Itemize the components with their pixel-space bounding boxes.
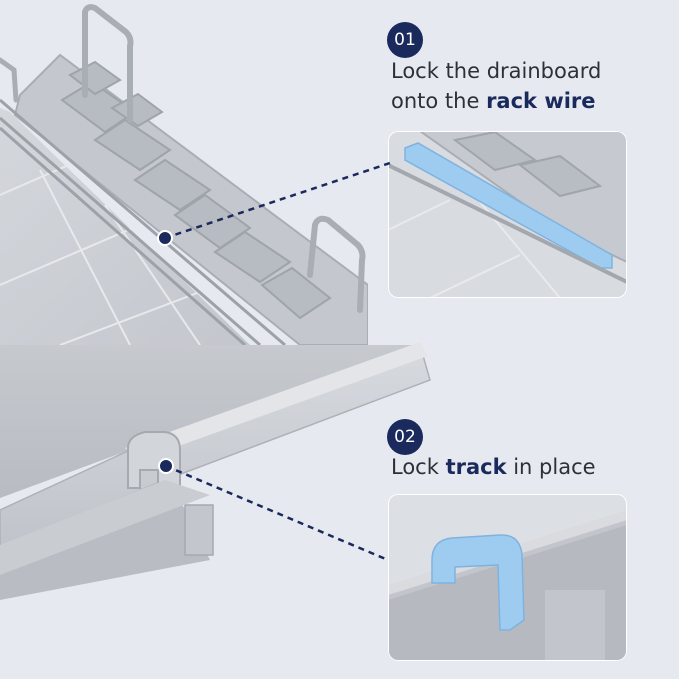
rack-wire-detail-inset bbox=[388, 131, 627, 298]
step-number-badge: 02 bbox=[387, 419, 423, 455]
caption-line: Lock the drainboard bbox=[391, 59, 602, 83]
caption-line: onto the rack wire bbox=[391, 86, 601, 116]
track-detail-inset bbox=[388, 494, 627, 661]
rack-wire-clip-highlight bbox=[404, 142, 613, 269]
caddy-handle bbox=[307, 215, 366, 313]
track-clip-highlight bbox=[431, 534, 525, 631]
connector-dot bbox=[157, 230, 173, 246]
lower-rail bbox=[0, 480, 210, 575]
caption-emphasis: rack wire bbox=[486, 89, 596, 113]
caption-text: in place bbox=[506, 455, 596, 479]
rack-wire-hook bbox=[0, 57, 19, 103]
step-number-badge: 01 bbox=[387, 22, 423, 58]
caption-line: Lock track in place bbox=[391, 452, 596, 482]
track-foot bbox=[184, 504, 214, 556]
track-rail-top bbox=[125, 342, 428, 460]
caddy-handle bbox=[82, 4, 134, 123]
shelf-surface bbox=[0, 345, 420, 498]
caption-text: Lock bbox=[391, 455, 446, 479]
drainboard-scene bbox=[0, 0, 368, 345]
connector-2 bbox=[158, 458, 389, 562]
caddy-compartments bbox=[60, 60, 332, 320]
caption-emphasis: track bbox=[445, 455, 507, 479]
step-1-caption: Lock the drainboard onto the rack wire bbox=[391, 56, 601, 116]
drainboard-tiles bbox=[0, 159, 206, 345]
connector-dot bbox=[158, 458, 174, 474]
caption-text: onto the bbox=[391, 89, 487, 113]
rack-wires bbox=[0, 98, 286, 345]
rack-wire bbox=[388, 163, 627, 284]
connector-1 bbox=[157, 161, 391, 246]
step-2-caption: Lock track in place bbox=[391, 452, 596, 482]
caddy-edge bbox=[416, 131, 627, 264]
